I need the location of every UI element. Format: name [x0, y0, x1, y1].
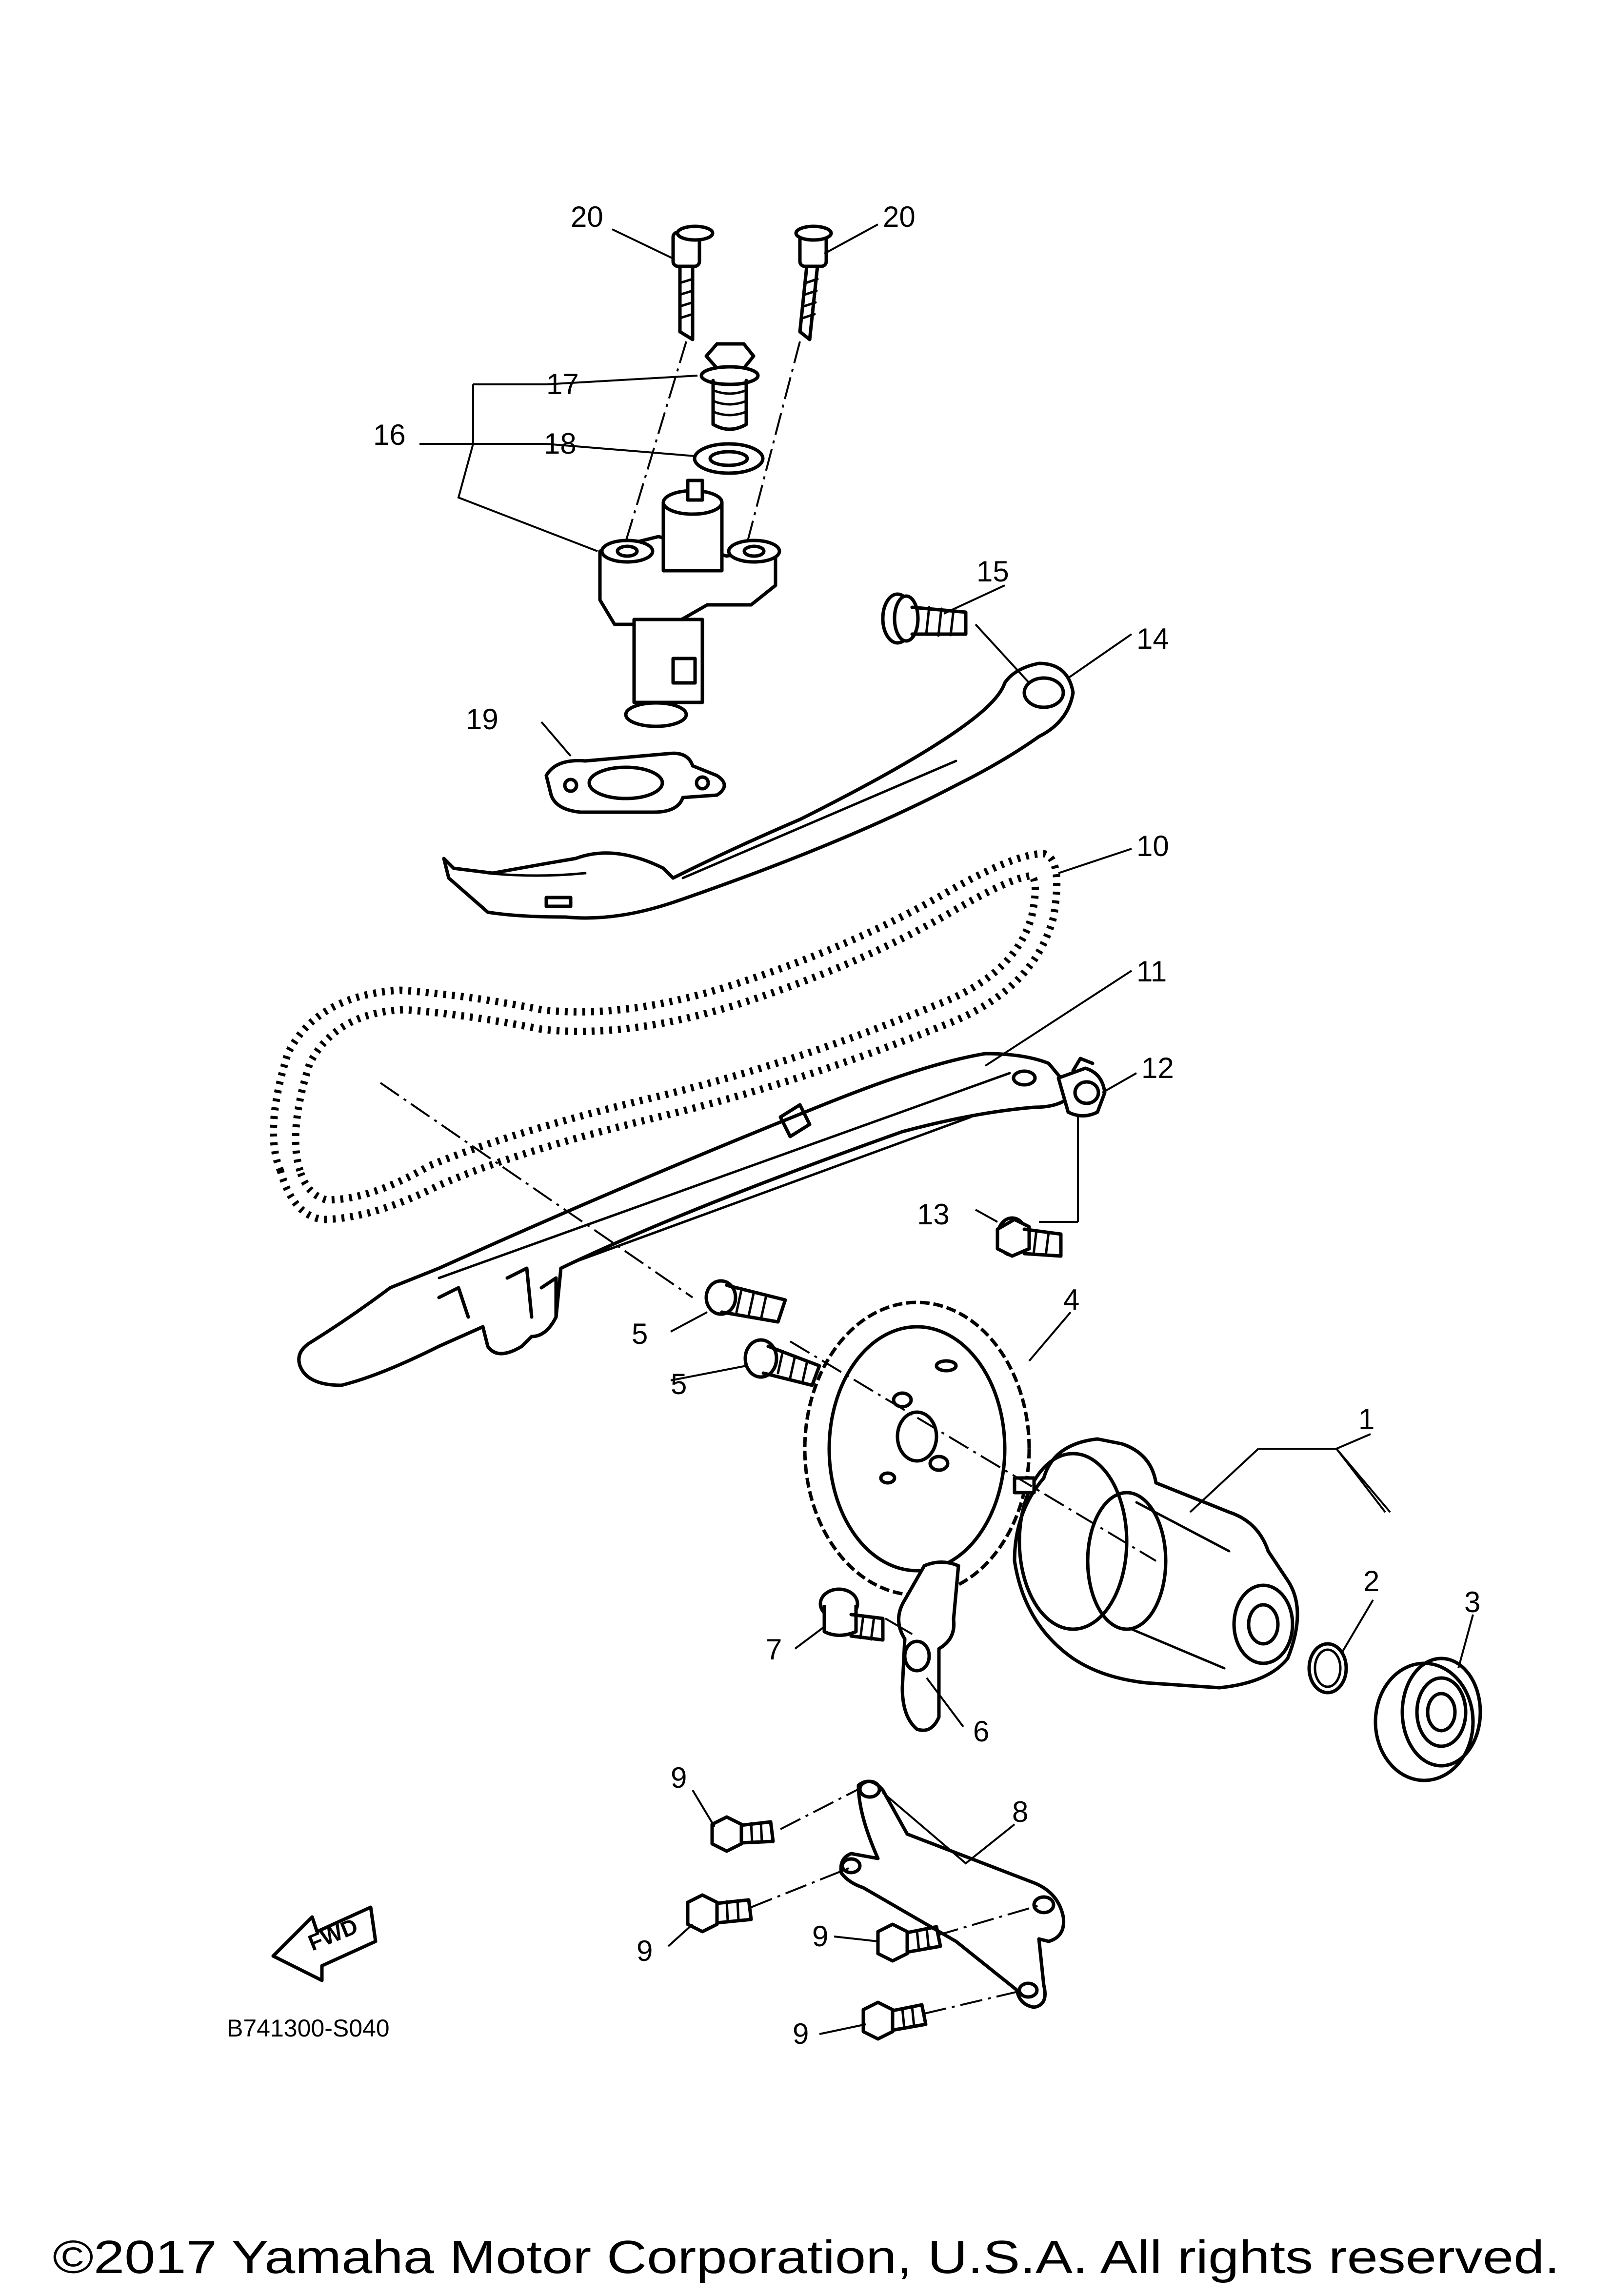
- callout-8: 8: [1012, 1796, 1028, 1828]
- cam-chain[interactable]: [270, 850, 1061, 1223]
- assembly-axis-lines: [379, 341, 1157, 2015]
- callout-5-upper: 5: [632, 1318, 648, 1350]
- callout-numbers: 20 20 17 16 18 15 14 19 10 11 12 13 4 5 …: [373, 200, 1480, 2050]
- guide-bolt-13[interactable]: [996, 1216, 1063, 1258]
- part-code: B741300-S040: [227, 2015, 390, 2042]
- plate-bolt[interactable]: [818, 1587, 885, 1642]
- bracket[interactable]: [839, 1779, 1066, 2009]
- decompressor-plate[interactable]: [897, 1560, 960, 1732]
- cam-chain-tensioner[interactable]: [598, 479, 781, 728]
- bracket-bolt-3[interactable]: [876, 1922, 942, 1963]
- camshaft[interactable]: [1013, 1437, 1299, 1690]
- callout-4: 4: [1063, 1283, 1079, 1316]
- callout-9-d: 9: [793, 2017, 809, 2050]
- callout-20-right: 20: [883, 200, 916, 233]
- tensioner-cap-bolt[interactable]: [699, 342, 760, 431]
- callout-20-left: 20: [571, 200, 603, 233]
- fwd-arrow-icon: FWD: [271, 1905, 378, 1982]
- callout-19: 19: [466, 703, 498, 736]
- callout-2: 2: [1363, 1565, 1379, 1597]
- callout-6: 6: [973, 1715, 989, 1748]
- bracket-bolt-4[interactable]: [861, 2000, 928, 2041]
- callout-14: 14: [1136, 622, 1169, 655]
- tensioner-bolt-right[interactable]: [794, 224, 833, 341]
- chain-guide-lower[interactable]: [297, 1052, 1075, 1387]
- chain-guide-upper[interactable]: [442, 661, 1075, 920]
- callout-16: 16: [373, 419, 406, 451]
- sprocket-bolt-lower[interactable]: [743, 1338, 821, 1387]
- leader-lines: [419, 223, 1474, 2035]
- circlip: [1307, 1642, 1348, 1695]
- sprocket-bolt-upper[interactable]: [704, 1279, 787, 1324]
- callout-18: 18: [544, 427, 577, 460]
- cam-sprocket[interactable]: [803, 1300, 1031, 1597]
- bracket-bolt-2[interactable]: [686, 1893, 753, 1934]
- callout-17: 17: [546, 368, 579, 400]
- callout-5-lower: 5: [671, 1368, 687, 1400]
- callout-7: 7: [766, 1633, 782, 1666]
- callout-11: 11: [1136, 955, 1167, 988]
- callout-3: 3: [1464, 1586, 1480, 1618]
- guide-collar[interactable]: [1056, 1057, 1107, 1118]
- callout-9-c: 9: [812, 1920, 828, 1953]
- washer: [693, 442, 765, 475]
- callout-9-a: 9: [671, 1761, 687, 1794]
- tensioner-bolt-left[interactable]: [671, 224, 715, 341]
- callout-12: 12: [1141, 1052, 1174, 1084]
- callout-1: 1: [1358, 1403, 1374, 1436]
- callout-10: 10: [1136, 830, 1169, 862]
- guide-bolt-15[interactable]: [881, 592, 968, 645]
- callout-9-b: 9: [637, 1935, 653, 1967]
- copyright-notice: ©2017 Yamaha Motor Corporation, U.S.A. A…: [53, 2231, 1560, 2283]
- callout-15: 15: [976, 555, 1009, 588]
- callout-13: 13: [917, 1198, 950, 1231]
- tensioner-gasket: [544, 751, 726, 814]
- bracket-bolt-1[interactable]: [710, 1815, 775, 1853]
- bearing[interactable]: [1374, 1657, 1482, 1782]
